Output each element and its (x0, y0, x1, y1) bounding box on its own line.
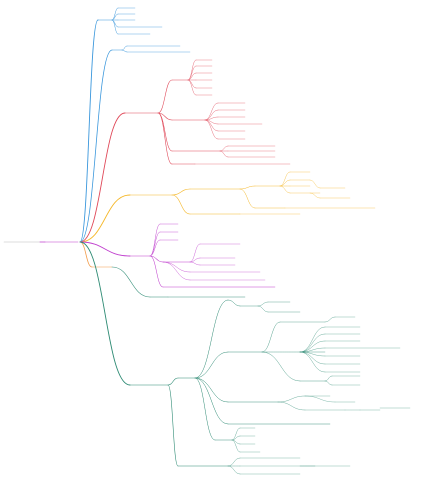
teal-group-edge (194, 377, 229, 403)
teal-leaf-edge (299, 351, 326, 373)
yellow-leaf-edge (309, 179, 321, 189)
teal-leaf-edge (304, 395, 336, 403)
teal-leaf-edge (257, 301, 269, 307)
teal-leaf-edge (231, 435, 241, 441)
teal-group-edge (194, 351, 229, 379)
teal-branch-edge (79, 241, 131, 386)
teal-leaf-edge (299, 340, 326, 353)
magenta-leaf-edge (149, 239, 161, 257)
yellow-group-edge (171, 188, 191, 196)
blue-leaf-edge (111, 19, 119, 35)
red-leaf-edge (219, 150, 229, 158)
yellow-subgroup-edge (239, 188, 256, 209)
magenta-branch-edge (79, 241, 131, 257)
teal-leaf-edge (261, 321, 281, 353)
teal-leaf-edge (257, 305, 269, 313)
red-leaf-edge (204, 109, 219, 121)
teal-leaf-edge (324, 375, 333, 382)
teal-subgroup-edge (261, 351, 301, 382)
red-leaf-edge (187, 72, 197, 81)
teal-group-edge (194, 377, 216, 441)
yellow-subgroup-edge (239, 185, 256, 190)
yellow-leaf-edge (279, 171, 291, 187)
magenta-leaf-edge (149, 223, 161, 257)
yellow-group-edge (171, 194, 191, 215)
red-leaf-edge (187, 79, 197, 96)
teal-group-edge (194, 377, 229, 425)
red-leaf-edge (219, 145, 229, 152)
yellow-leaf-edge (279, 179, 291, 187)
teal-leaf-edge (324, 316, 336, 323)
blue-leaf-edge (121, 45, 128, 51)
connector-lines (3, 7, 411, 475)
magenta-leaf-edge (162, 261, 191, 273)
orange-branch-edge (79, 241, 93, 268)
red-group-edge (157, 112, 173, 152)
magenta-leaf-edge (189, 243, 201, 263)
magenta-leaf-edge (189, 261, 201, 266)
red-group-edge (157, 112, 173, 121)
teal-leaf-edge (299, 333, 326, 353)
teal-leaf-edge (231, 439, 241, 453)
red-group-edge (157, 112, 173, 165)
yellow-branch-edge (79, 194, 131, 243)
teal-leaf-edge (277, 401, 306, 411)
teal-leaf-edge (324, 380, 333, 386)
blue-leaf-edge (121, 49, 128, 53)
teal-leaf-edge (227, 465, 241, 475)
teal-group-edge (194, 299, 229, 379)
teal-group-edge (167, 384, 179, 467)
teal-upper-edge (111, 266, 151, 298)
teal-subgroup-edge (227, 299, 241, 307)
teal-group-edge (167, 377, 179, 386)
teal-leaf-edge (231, 427, 241, 441)
red-leaf-edge (204, 102, 219, 121)
blue-branch-edge (79, 19, 99, 243)
blue-branch-edge (79, 49, 113, 243)
red-leaf-edge (204, 119, 219, 140)
yellow-leaf-edge (279, 185, 291, 194)
red-leaf-edge (187, 59, 197, 81)
magenta-group-edge (149, 255, 164, 263)
teal-leaf-edge (277, 395, 306, 403)
magenta-leaf-edge (149, 231, 161, 257)
magenta-group-edge (149, 255, 164, 288)
yellow-leaf-edge (309, 192, 321, 199)
red-branch-edge (79, 112, 126, 243)
magenta-leaf-edge (162, 261, 191, 281)
red-group-edge (157, 79, 173, 114)
teal-leaf-edge (227, 457, 241, 467)
red-leaf-edge (187, 65, 197, 81)
